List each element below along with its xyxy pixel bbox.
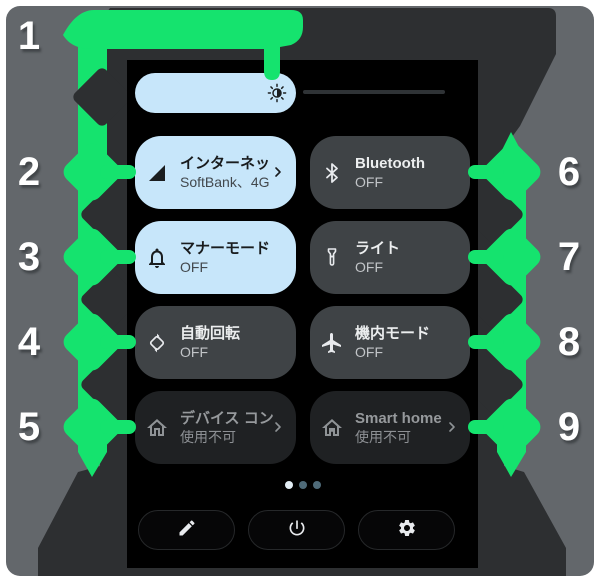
callout-number-5: 5 (17, 405, 41, 449)
callout-number-3: 3 (17, 235, 41, 279)
tile-internet[interactable]: インターネッ SoftBank、4G (135, 136, 296, 209)
tile-auto-rotate[interactable]: 自動回転 OFF (135, 306, 296, 379)
tile-title: インターネッ (180, 155, 271, 172)
page-dot (298, 481, 307, 489)
flashlight-icon (320, 246, 344, 270)
tile-smart-home[interactable]: Smart home 使用不可 (310, 391, 470, 464)
brightness-track[interactable] (303, 90, 445, 94)
phone-screen: インターネッ SoftBank、4G Bluetooth OFF マナーモード … (127, 60, 478, 568)
tile-title: デバイス コン (180, 410, 274, 427)
callout-number-1: 1 (17, 14, 41, 58)
chevron-right-icon (270, 164, 286, 180)
tile-subtitle: OFF (355, 344, 383, 360)
tile-device-controls[interactable]: デバイス コン 使用不可 (135, 391, 296, 464)
tile-subtitle: 使用不可 (180, 429, 236, 445)
auto-rotate-icon (145, 331, 169, 355)
page-dot-active (284, 481, 293, 489)
callout-number-2: 2 (17, 150, 41, 194)
tile-subtitle: OFF (355, 259, 383, 275)
tile-airplane-mode[interactable]: 機内モード OFF (310, 306, 470, 379)
brightness-slider[interactable] (135, 73, 296, 113)
callout-number-8: 8 (557, 320, 581, 364)
tile-title: Bluetooth (355, 155, 425, 172)
tile-subtitle: OFF (180, 259, 208, 275)
tile-flashlight[interactable]: ライト OFF (310, 221, 470, 294)
callout-number-4: 4 (17, 320, 41, 364)
tile-title: 自動回転 (180, 325, 241, 342)
tile-bluetooth[interactable]: Bluetooth OFF (310, 136, 470, 209)
power-icon (287, 518, 307, 543)
callout-number-6: 6 (557, 150, 581, 194)
airplane-icon (320, 331, 344, 355)
smart-home-icon (320, 416, 344, 440)
tile-subtitle: OFF (180, 344, 208, 360)
tile-subtitle: 使用不可 (355, 429, 411, 445)
page-dot (312, 481, 321, 489)
edit-button[interactable] (138, 510, 235, 550)
cellular-signal-icon (145, 161, 169, 185)
tile-subtitle: SoftBank、4G (180, 174, 270, 190)
brightness-icon (266, 82, 288, 104)
tile-title: マナーモード (180, 240, 271, 257)
bell-icon (145, 246, 169, 270)
chevron-right-icon (270, 419, 286, 435)
home-icon (145, 416, 169, 440)
footer-actions (138, 510, 455, 550)
tile-manner-mode[interactable]: マナーモード OFF (135, 221, 296, 294)
page-indicator (127, 481, 478, 489)
settings-gear-icon (397, 518, 417, 543)
quick-settings-grid: インターネッ SoftBank、4G Bluetooth OFF マナーモード … (135, 136, 470, 464)
tile-title: ライト (355, 240, 401, 257)
tile-title: Smart home (355, 410, 442, 427)
chevron-right-icon (444, 419, 460, 435)
bluetooth-icon (320, 161, 344, 185)
callout-number-9: 9 (557, 405, 581, 449)
settings-button[interactable] (358, 510, 455, 550)
edit-pencil-icon (177, 518, 197, 543)
tile-title: 機内モード (355, 325, 431, 342)
power-button[interactable] (248, 510, 345, 550)
tile-subtitle: OFF (355, 174, 383, 190)
callout-number-7: 7 (557, 235, 581, 279)
